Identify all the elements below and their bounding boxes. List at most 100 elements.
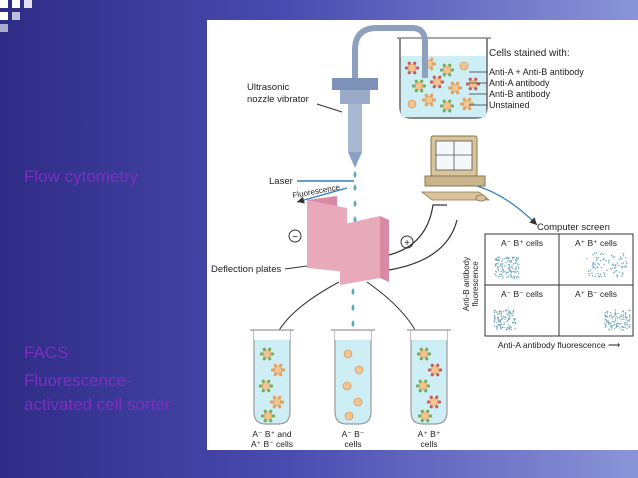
droplet — [353, 184, 357, 191]
scatter-dot — [625, 319, 628, 321]
scatter-dot — [619, 271, 621, 273]
scatter-dot — [593, 266, 595, 269]
scatter-dot — [511, 266, 513, 268]
scatter-dot — [518, 272, 520, 274]
cell-icon — [439, 63, 455, 77]
scatter-dot — [499, 310, 501, 312]
corner-square-6 — [0, 24, 8, 32]
scatter-dot — [614, 318, 616, 320]
plus-sign: + — [404, 238, 410, 249]
vibrator-label-2: nozzle vibrator — [247, 94, 309, 105]
cell-icon — [258, 379, 274, 393]
cell-icon — [439, 99, 455, 113]
scatter-dot — [504, 318, 506, 320]
scatter-dot — [501, 267, 504, 269]
scatter-dot — [501, 258, 504, 260]
scatter-dot — [622, 255, 625, 257]
scatter-dot — [505, 261, 507, 264]
scatter-dot — [511, 314, 513, 317]
cell-icon — [429, 75, 445, 89]
scatter-dot — [506, 258, 509, 260]
scatter-dot — [603, 273, 605, 276]
scatter-dot — [494, 309, 496, 312]
quadrant-bottom-left: A⁻ B⁻ cells — [501, 289, 543, 299]
scatter-dot — [597, 275, 600, 277]
scatter-dot — [502, 318, 504, 320]
scatter-dot — [508, 261, 511, 263]
scatter-dot — [614, 311, 616, 313]
scatter-dot — [510, 328, 512, 331]
scatter-dot — [506, 320, 508, 323]
scatter-dot — [625, 265, 627, 267]
scatter-dot — [510, 313, 512, 315]
laser-label: Laser — [269, 176, 293, 187]
scatter-dot — [598, 263, 600, 266]
scatter-dot — [495, 257, 497, 260]
y-axis-label-2: fluorescence — [471, 261, 480, 307]
scatter-dot — [622, 252, 625, 255]
scatter-dot — [507, 263, 510, 266]
scatter-dot — [507, 310, 509, 312]
scatter-dot — [495, 271, 498, 273]
nozzle-vibrator — [332, 78, 378, 168]
droplet — [351, 320, 355, 327]
scatter-dot — [604, 322, 606, 325]
scatter-dot — [615, 323, 618, 325]
scatter-dot — [624, 311, 627, 314]
scatter-dot — [502, 271, 504, 273]
scatter-dot — [615, 326, 617, 329]
scatter-dot — [608, 321, 610, 324]
scatter-dot — [624, 323, 626, 325]
scatter-dot — [517, 257, 520, 259]
scatter-dot — [517, 267, 520, 270]
scatter-dot — [515, 266, 517, 268]
scatter-dot — [621, 318, 623, 321]
scatter-dot — [515, 271, 517, 273]
scatter-dot — [614, 265, 617, 267]
scatter-dot — [617, 312, 619, 315]
scatter-dot — [496, 259, 498, 261]
scatter-dot — [624, 313, 627, 315]
fluorescence-arrow — [296, 187, 348, 204]
scatter-dot — [586, 258, 588, 260]
scatter-dot — [493, 325, 496, 327]
scatter-dot — [500, 270, 502, 272]
y-axis-label-1: Anti-B antibody — [462, 257, 471, 311]
scatter-dot — [497, 268, 499, 271]
scatter-dot — [610, 314, 613, 316]
scatter-dot — [497, 256, 499, 259]
computer-icon — [420, 135, 491, 202]
scatter-dot — [513, 276, 516, 278]
scatter-dot — [605, 316, 607, 318]
cells-stained-title: Cells stained with: — [489, 48, 570, 59]
legend-label: Anti-A antibody — [489, 78, 550, 88]
quadrant-top-left: A⁻ B⁺ cells — [501, 238, 543, 248]
scatter-dot — [622, 273, 624, 275]
scatter-dot — [512, 267, 514, 269]
scatter-dot — [499, 264, 502, 266]
scatter-dot — [500, 314, 502, 316]
scatter-dot — [612, 272, 615, 274]
scatter-dot — [591, 267, 593, 269]
scatter-dot — [504, 270, 506, 272]
cell-icon — [342, 381, 352, 391]
scatter-dot — [503, 310, 505, 313]
scatter-dot — [503, 326, 505, 329]
scatter-dot — [624, 324, 627, 326]
cell-icon — [421, 93, 437, 107]
scatter-dot — [499, 273, 501, 276]
scatter-dot — [511, 270, 513, 272]
scatter-dot — [503, 322, 505, 324]
scatter-dot — [495, 311, 498, 313]
scatter-dot — [510, 276, 512, 278]
scatter-dot — [506, 276, 508, 279]
slide-line-fluorescence: Fluorescence- — [24, 371, 132, 390]
scatter-dot — [506, 327, 508, 329]
scatter-dot — [498, 266, 500, 268]
scatter-dot — [497, 313, 499, 315]
slide-line-sorter: activated cell sorter — [24, 395, 171, 414]
scatter-dot — [622, 314, 624, 316]
scatter-dot — [504, 258, 506, 260]
scatter-dot — [508, 324, 510, 326]
scatter-dot — [604, 275, 606, 277]
